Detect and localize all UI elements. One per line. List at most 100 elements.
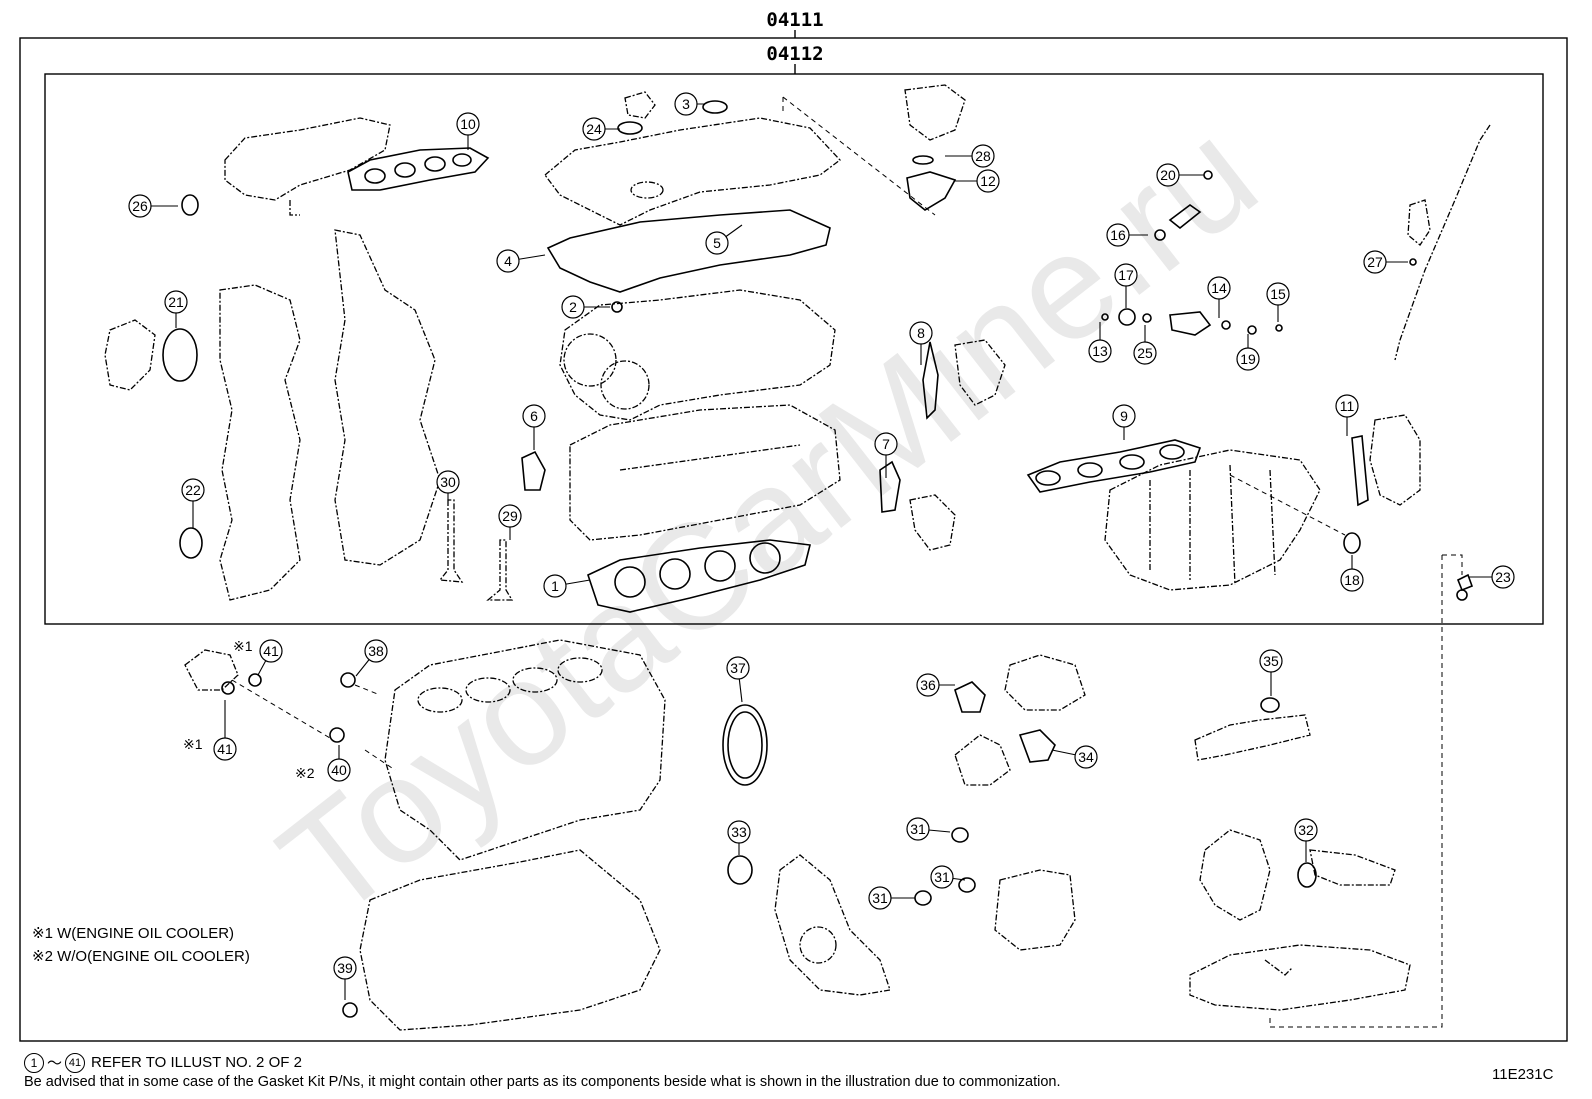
callout-label-21: 21 bbox=[168, 294, 184, 310]
callout-circle-39 bbox=[333, 956, 357, 980]
callout-circle-16 bbox=[1106, 223, 1130, 247]
callout-label-20: 20 bbox=[1160, 167, 1176, 183]
callout-label-26: 26 bbox=[132, 198, 148, 214]
callout-label-4: 4 bbox=[504, 253, 512, 269]
callout-label-11: 11 bbox=[1340, 398, 1355, 414]
callout-circle-17 bbox=[1114, 263, 1138, 287]
callout-circle-31 bbox=[868, 886, 892, 910]
callout-circle-32 bbox=[1294, 818, 1318, 842]
range-start-badge: 1 bbox=[24, 1052, 44, 1073]
callout-circle-19 bbox=[1236, 347, 1260, 371]
callout-label-36: 36 bbox=[920, 677, 936, 693]
part-sketches-lower bbox=[184, 639, 1411, 1031]
callout-circle-41 bbox=[259, 639, 283, 663]
outer-kit-frame bbox=[19, 37, 1568, 1042]
callout-circle-1 bbox=[543, 574, 567, 598]
callout-label-31: 31 bbox=[872, 890, 888, 906]
callout-circle-40 bbox=[327, 758, 351, 782]
callout-label-5: 5 bbox=[713, 235, 721, 251]
callout-circle-38 bbox=[364, 639, 388, 663]
callout-circle-12 bbox=[976, 169, 1000, 193]
callout-label-15: 15 bbox=[1270, 286, 1286, 302]
callout-label-27: 27 bbox=[1367, 254, 1383, 270]
callout-circle-21 bbox=[164, 290, 188, 314]
callout-circle-4 bbox=[496, 249, 520, 273]
gasket-sketches-lower bbox=[221, 672, 1317, 1018]
callout-label-9: 9 bbox=[1120, 408, 1128, 424]
callout-circle-15 bbox=[1266, 282, 1290, 306]
condition-mark-1a: ※1 bbox=[233, 638, 253, 654]
callout-label-30: 30 bbox=[440, 474, 456, 490]
callout-circle-7 bbox=[874, 432, 898, 456]
callout-circle-22 bbox=[181, 478, 205, 502]
callout-label-24: 24 bbox=[586, 121, 602, 137]
condition-mark-1b: ※1 bbox=[183, 736, 203, 752]
watermark: ToyotaCarMine.ru bbox=[250, 88, 1286, 949]
callout-label-18: 18 bbox=[1344, 572, 1360, 588]
callout-label-31: 31 bbox=[910, 821, 926, 837]
callout-circle-24 bbox=[582, 117, 606, 141]
range-tilde: ～ bbox=[47, 1055, 63, 1072]
callout-label-40: 40 bbox=[331, 762, 347, 778]
callout-label-23: 23 bbox=[1495, 569, 1511, 585]
callout-label-25: 25 bbox=[1137, 345, 1153, 361]
callout-circle-41 bbox=[213, 737, 237, 761]
part-sketches-upper bbox=[104, 84, 1491, 601]
callout-circle-29 bbox=[498, 504, 522, 528]
callout-label-31: 31 bbox=[934, 869, 950, 885]
intake-manifold-gasket bbox=[1026, 439, 1202, 493]
callout-label-3: 3 bbox=[682, 96, 690, 112]
callout-label-17: 17 bbox=[1118, 267, 1134, 283]
callout-label-32: 32 bbox=[1298, 822, 1314, 838]
callout-circle-30 bbox=[436, 470, 460, 494]
callout-label-34: 34 bbox=[1078, 749, 1094, 765]
callout-circle-9 bbox=[1112, 404, 1136, 428]
condition-mark-2: ※2 bbox=[295, 765, 315, 781]
callout-circle-31 bbox=[906, 817, 930, 841]
gasket-sketches-upper bbox=[162, 100, 1474, 613]
callout-label-29: 29 bbox=[502, 508, 518, 524]
callout-label-10: 10 bbox=[460, 116, 476, 132]
callout-circle-11 bbox=[1335, 394, 1359, 418]
callout-label-8: 8 bbox=[917, 325, 925, 341]
callout-circle-5 bbox=[705, 231, 729, 255]
callout-label-14: 14 bbox=[1211, 280, 1227, 296]
callout-label-13: 13 bbox=[1092, 343, 1108, 359]
callout-circle-26 bbox=[128, 194, 152, 218]
callout-label-37: 37 bbox=[730, 660, 746, 676]
callout-label-39: 39 bbox=[337, 960, 353, 976]
callout-label-41: 41 bbox=[263, 643, 279, 659]
cam-cover-gasket bbox=[546, 209, 831, 293]
refer-line: 1 ～ 41 REFER TO ILLUST NO. 2 OF 2 bbox=[24, 1052, 302, 1073]
callout-label-7: 7 bbox=[882, 436, 890, 452]
note-with-oil-cooler: ※1 W(ENGINE OIL COOLER) bbox=[32, 925, 235, 942]
illustration-id: 11E231C bbox=[1492, 1066, 1554, 1083]
inner-kit-frame bbox=[44, 73, 1544, 625]
callout-circle-13 bbox=[1088, 339, 1112, 363]
advisory-text: Be advised that in some case of the Gask… bbox=[24, 1074, 1061, 1090]
callout-label-22: 22 bbox=[185, 482, 201, 498]
callout-circle-6 bbox=[522, 404, 546, 428]
callout-label-33: 33 bbox=[731, 824, 747, 840]
callout-circle-20 bbox=[1156, 163, 1180, 187]
exhaust-manifold-gasket bbox=[347, 147, 490, 191]
refer-text: REFER TO ILLUST NO. 2 OF 2 bbox=[91, 1054, 302, 1071]
note-without-oil-cooler: ※2 W/O(ENGINE OIL COOLER) bbox=[32, 948, 250, 965]
inner-kit-code: 04112 bbox=[766, 43, 823, 65]
callout-label-2: 2 bbox=[569, 299, 577, 315]
callout-circle-28 bbox=[971, 144, 995, 168]
reference-lines-lower bbox=[231, 679, 396, 771]
callout-circle-33 bbox=[727, 820, 751, 844]
callout-label-28: 28 bbox=[975, 148, 991, 164]
callout-circle-36 bbox=[916, 673, 940, 697]
callout-circle-37 bbox=[726, 656, 750, 680]
callout-circle-10 bbox=[456, 112, 480, 136]
callout-circle-14 bbox=[1207, 276, 1231, 300]
range-end-badge: 41 bbox=[65, 1052, 86, 1073]
callout-label-6: 6 bbox=[530, 408, 538, 424]
callout-circle-31 bbox=[930, 865, 954, 889]
callout-label-38: 38 bbox=[368, 643, 384, 659]
callout-label-12: 12 bbox=[980, 173, 996, 189]
